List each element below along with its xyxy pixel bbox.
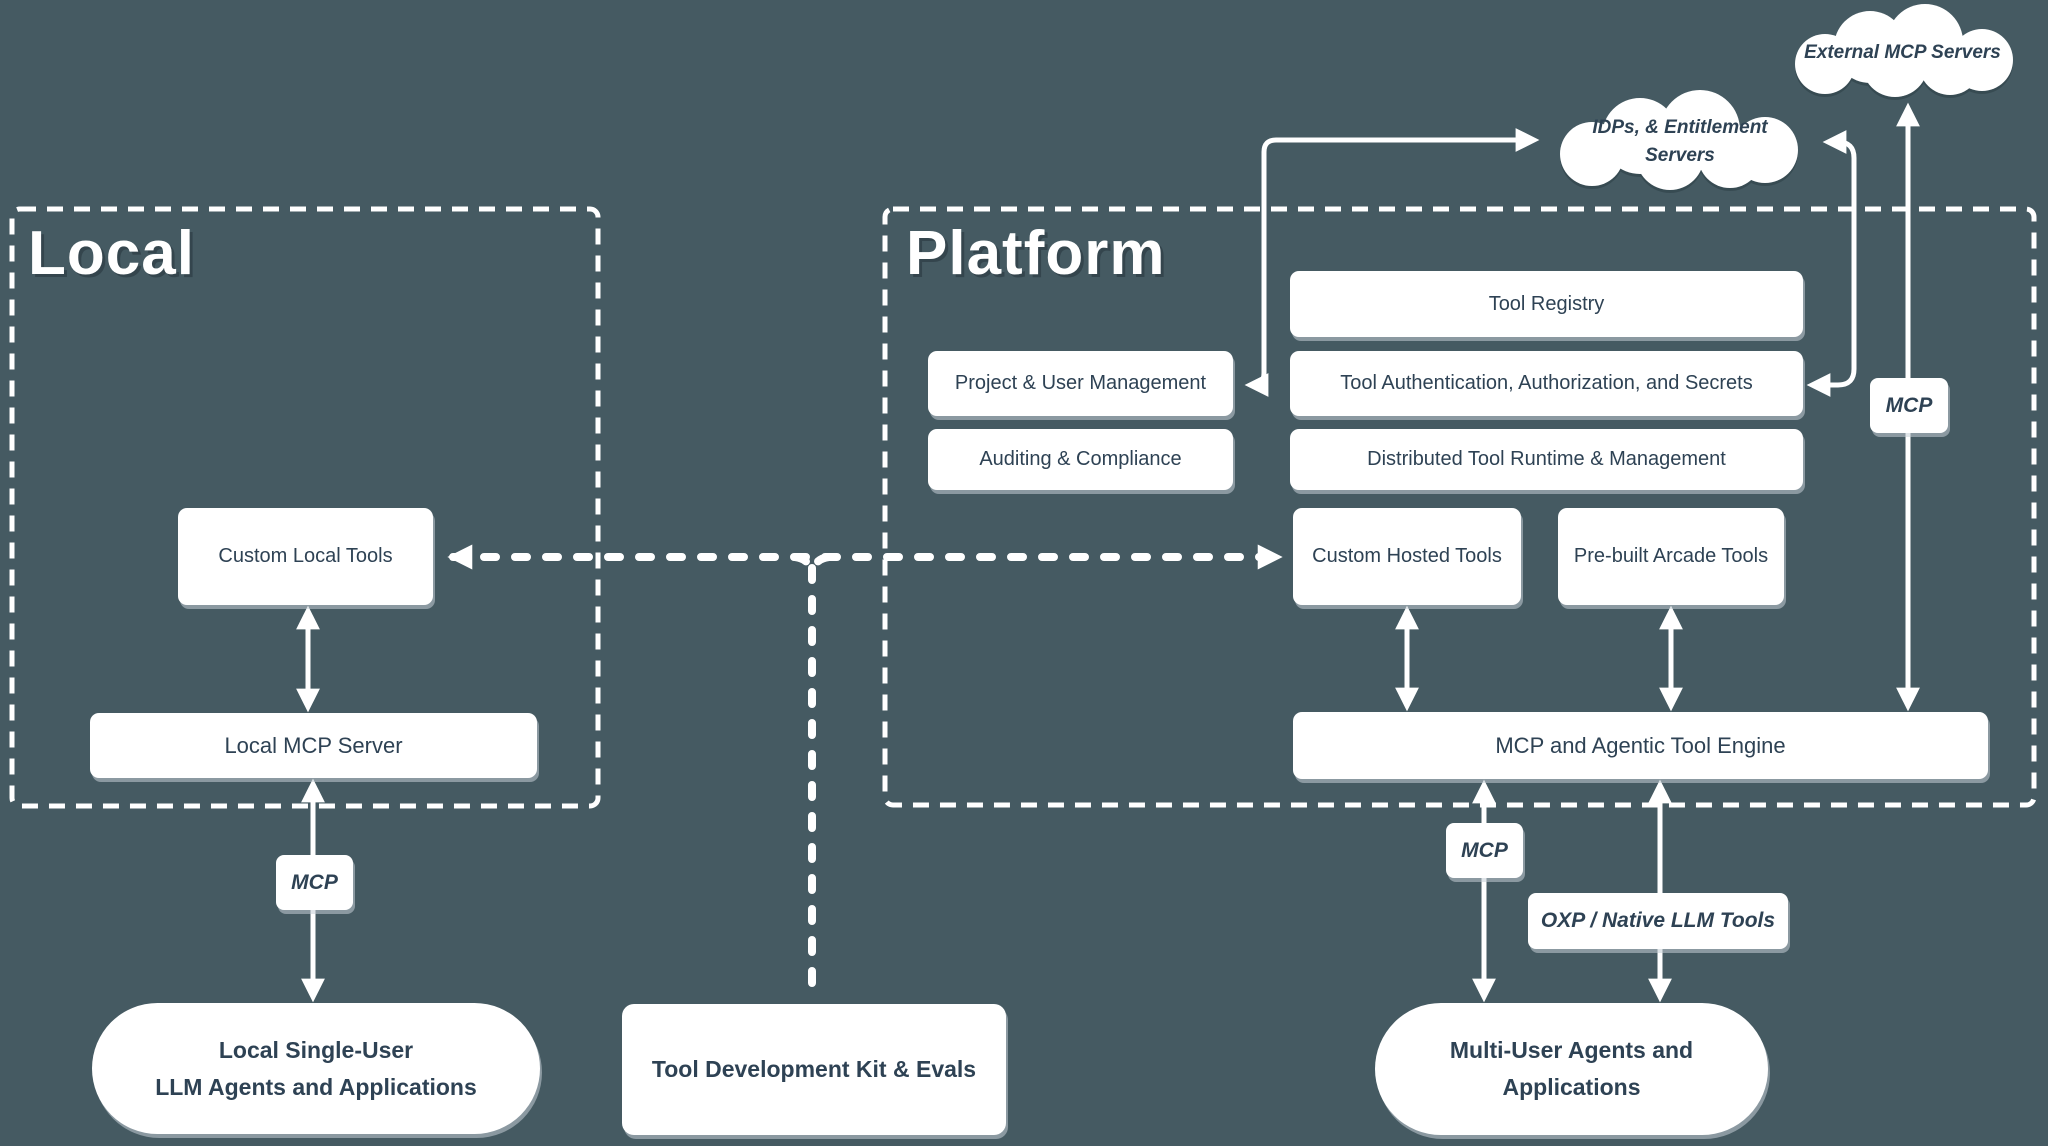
node-custom-local-tools: Custom Local Tools — [178, 508, 433, 605]
multi-user-line1: Multi-User Agents and — [1449, 1037, 1694, 1064]
arrow-projectmgmt-idps — [1244, 128, 1540, 397]
local-group-title: Local — [28, 219, 195, 288]
node-tool-auth: Tool Authentication, Authorization, and … — [1290, 351, 1803, 416]
node-local-mcp-server: Local MCP Server — [90, 713, 537, 778]
node-prebuilt-arcade-tools: Pre-built Arcade Tools — [1558, 508, 1784, 605]
node-project-user-management: Project & User Management — [928, 351, 1233, 416]
distributed-runtime-label: Distributed Tool Runtime & Management — [1367, 448, 1726, 470]
label-mcp-multiuser: MCP — [1446, 823, 1523, 878]
tool-registry-label: Tool Registry — [1488, 292, 1605, 315]
dashed-junction-right — [808, 553, 833, 582]
pill-multi-user-agents: Multi-User Agents and Applications — [1375, 1003, 1768, 1135]
label-mcp-external: MCP — [1870, 378, 1948, 433]
oxp-label-text: OXP / Native LLM Tools — [1540, 909, 1776, 932]
tdk-label: Tool Development Kit & Evals — [651, 1056, 977, 1083]
mcp-label-text: MCP — [1461, 838, 1508, 862]
auditing-compliance-label: Auditing & Compliance — [979, 448, 1182, 470]
external-mcp-servers-label: External MCP Servers — [1804, 42, 2001, 64]
local-agents-line2: LLM Agents and Applications — [155, 1073, 477, 1100]
node-auditing-compliance: Auditing & Compliance — [928, 429, 1233, 490]
platform-group-border — [882, 206, 2037, 808]
mcp-label-text: MCP — [291, 870, 338, 894]
idps-label-line1: IDPs, & Entitlement — [1592, 117, 1768, 139]
platform-group-title: Platform — [906, 219, 1166, 288]
prebuilt-arcade-tools-label: Pre-built Arcade Tools — [1573, 545, 1769, 567]
custom-local-tools-label: Custom Local Tools — [218, 545, 393, 567]
engine-label: MCP and Agentic Tool Engine — [1495, 732, 1786, 758]
local-mcp-server-label: Local MCP Server — [224, 732, 403, 758]
node-custom-hosted-tools: Custom Hosted Tools — [1293, 508, 1521, 605]
multi-user-line2: Applications — [1502, 1074, 1641, 1100]
idps-label-line2: Servers — [1645, 145, 1715, 166]
arrow-toolauth-idps — [1806, 130, 1857, 397]
node-tool-development-kit: Tool Development Kit & Evals — [622, 1004, 1006, 1135]
label-oxp-native-llm-tools: OXP / Native LLM Tools — [1528, 893, 1788, 949]
cloud-shape — [1560, 90, 1798, 190]
pill-local-single-user-agents: Local Single-User LLM Agents and Applica… — [92, 1003, 540, 1134]
external-mcp-servers-cloud: External MCP Servers — [1775, 2, 2030, 104]
project-user-management-label: Project & User Management — [954, 372, 1207, 394]
local-agents-line1: Local Single-User — [218, 1036, 414, 1063]
idps-entitlement-cloud: IDPs, & Entitlement Servers — [1540, 88, 1820, 196]
node-mcp-agentic-tool-engine: MCP and Agentic Tool Engine — [1293, 712, 1988, 779]
node-distributed-runtime: Distributed Tool Runtime & Management — [1290, 429, 1803, 490]
dashed-junction-left — [791, 553, 816, 582]
node-tool-registry: Tool Registry — [1290, 271, 1803, 337]
label-mcp-local: MCP — [276, 855, 353, 910]
tool-auth-label: Tool Authentication, Authorization, and … — [1340, 372, 1753, 394]
cloud-shape — [1795, 4, 2013, 97]
mcp-label-text: MCP — [1885, 393, 1933, 417]
custom-hosted-tools-label: Custom Hosted Tools — [1312, 545, 1502, 567]
